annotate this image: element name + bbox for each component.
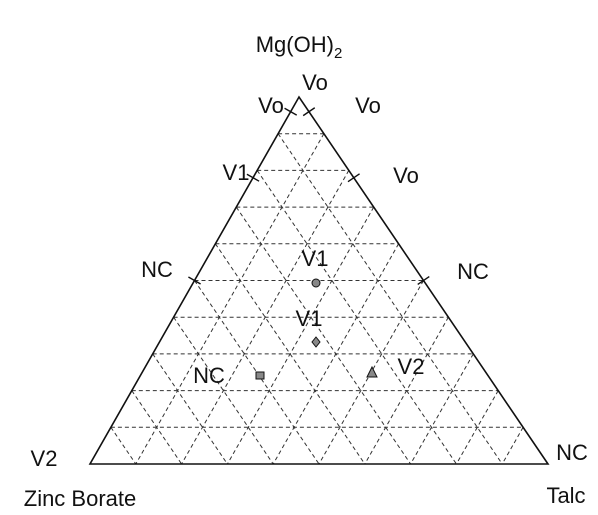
left-edge-tick-2 bbox=[246, 173, 260, 182]
edge-ticks bbox=[188, 107, 430, 286]
left-edge-rating-2: V1 bbox=[223, 160, 250, 185]
grid-line-rising bbox=[235, 206, 412, 465]
grid-line-rising bbox=[173, 316, 274, 465]
vertex-top-title: Mg(OH)2 bbox=[256, 32, 343, 62]
corner-rating-left: V2 bbox=[31, 446, 58, 471]
marker-square bbox=[255, 371, 265, 380]
point-label-4: V2 bbox=[398, 354, 425, 379]
left-edge-tick-3 bbox=[188, 276, 201, 285]
grid-line-falling bbox=[455, 390, 499, 465]
point-label-2: V1 bbox=[296, 306, 323, 331]
grid-line-falling bbox=[135, 133, 325, 465]
grid-line-rising bbox=[152, 353, 228, 465]
right-edge-rating-3: NC bbox=[457, 259, 489, 284]
vertex-right-title: Talc bbox=[546, 483, 585, 508]
grid-lines bbox=[110, 133, 524, 465]
grid-line-falling bbox=[226, 206, 375, 465]
right-edge-rating-1: Vo bbox=[355, 93, 381, 118]
grid-line-falling bbox=[501, 427, 524, 465]
corner-rating-top: Vo bbox=[302, 70, 328, 95]
grid-line-falling bbox=[364, 316, 449, 465]
vertex-left-title: Zinc Borate bbox=[24, 486, 137, 510]
right-edge-tick-1 bbox=[302, 107, 316, 117]
marker-diamond bbox=[311, 336, 321, 348]
marker-triangle bbox=[366, 365, 378, 378]
left-edge-tick-1 bbox=[284, 107, 298, 116]
grid-line-falling bbox=[410, 353, 474, 465]
point-label-3: NC bbox=[193, 363, 225, 388]
grid-line-rising bbox=[131, 390, 183, 465]
corner-rating-right: NC bbox=[556, 440, 588, 465]
grid-line-rising bbox=[194, 280, 320, 465]
left-edge-rating-3: NC bbox=[141, 257, 173, 282]
right-edge-rating-2: Vo bbox=[393, 163, 419, 188]
grid-line-rising bbox=[110, 427, 137, 465]
right-edge-tick-2 bbox=[347, 173, 360, 183]
grid-line-rising bbox=[277, 133, 503, 465]
data-markers bbox=[255, 278, 378, 380]
left-edge-rating-1: Vo bbox=[258, 93, 284, 118]
marker-circle bbox=[311, 278, 321, 288]
point-label-1: V1 bbox=[302, 246, 329, 271]
right-edge-tick-3 bbox=[417, 275, 430, 286]
